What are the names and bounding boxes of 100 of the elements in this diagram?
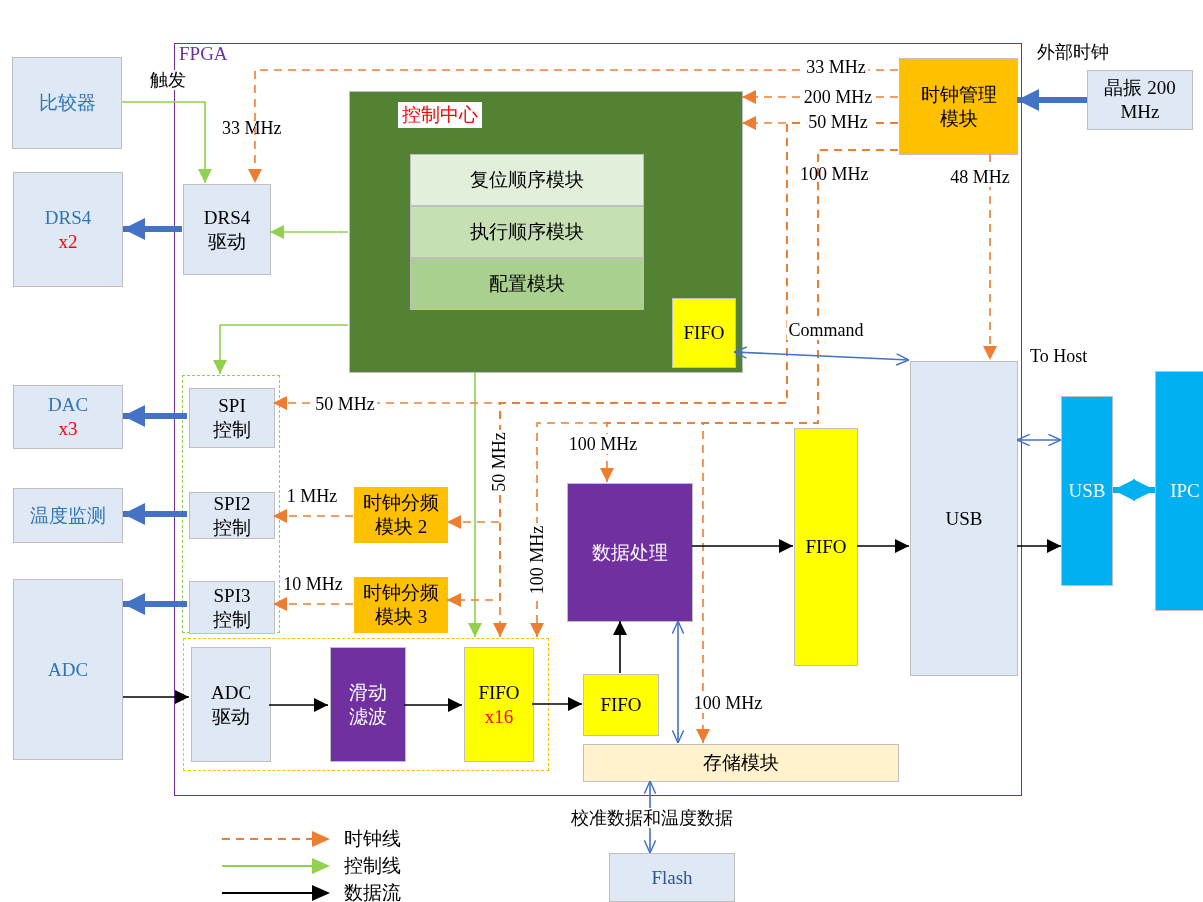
clock-line-arrow xyxy=(248,69,899,184)
node-label: ADC xyxy=(47,657,89,682)
module-box xyxy=(330,647,406,762)
double-arrow xyxy=(643,780,657,854)
module-box xyxy=(410,206,644,258)
block-arrow xyxy=(1113,479,1155,501)
module-box xyxy=(410,154,644,206)
node-label: x16 xyxy=(484,704,514,729)
module-box xyxy=(583,744,899,782)
device-box xyxy=(1061,396,1113,586)
node-label: 温度监测 xyxy=(30,503,106,528)
module-box xyxy=(191,647,271,762)
arrow xyxy=(121,101,212,184)
node-label: SPI2 控制 xyxy=(212,491,252,540)
edge-label: 校准数据和温度数据 xyxy=(569,808,735,828)
device-box xyxy=(13,385,123,449)
block-arrow xyxy=(123,593,187,615)
double-arrow xyxy=(733,346,910,366)
arrow xyxy=(269,225,349,239)
edge-label: 触发 xyxy=(148,70,188,90)
node-label: 数据处理 xyxy=(592,540,668,565)
node-label: 时钟管理模块 xyxy=(919,82,998,131)
double-arrow xyxy=(1016,433,1062,447)
node-label: DRS4 xyxy=(44,205,92,230)
note-label: 33 MHz xyxy=(222,118,282,139)
node-label: x3 xyxy=(58,417,78,441)
node-label: DAC xyxy=(47,393,89,417)
module-box xyxy=(354,577,448,633)
fifo-box xyxy=(672,298,736,368)
note-label: To Host xyxy=(1030,346,1088,367)
arrow xyxy=(468,371,482,638)
module-box xyxy=(189,388,275,448)
fifo-box xyxy=(794,428,858,666)
arrow xyxy=(613,620,627,674)
node-caption: 外部时钟 xyxy=(1037,41,1109,64)
block-arrow xyxy=(123,503,187,525)
clock-line-arrow xyxy=(272,597,354,611)
node-label: 滑动滤波 xyxy=(348,680,388,729)
legend-label: 时钟线 xyxy=(344,827,401,851)
node-label: FIFO xyxy=(805,535,847,559)
legend-label: 数据流 xyxy=(344,881,401,902)
node-label: 比较器 xyxy=(38,91,96,115)
node-label: USB xyxy=(945,506,983,531)
module-box xyxy=(189,581,275,634)
node-label: 执行顺序模块 xyxy=(470,220,584,244)
device-box xyxy=(12,57,122,149)
node-label: 晶振 200 MHz xyxy=(1104,76,1176,124)
device-box xyxy=(1087,70,1193,130)
dashed-group-box xyxy=(182,375,280,633)
module-box xyxy=(354,487,448,543)
node-label: DRS4 驱动 xyxy=(202,205,252,254)
device-box xyxy=(609,853,735,902)
node-label: Flash xyxy=(651,865,693,890)
arrow xyxy=(1016,539,1062,553)
node-label: USB xyxy=(1068,479,1106,503)
device-box xyxy=(13,488,123,543)
node-label: IPC xyxy=(1170,479,1200,503)
clock-line-arrow xyxy=(696,149,899,744)
module-box xyxy=(567,483,693,622)
module-box xyxy=(183,184,271,275)
node-label: 时钟分频模块 3 xyxy=(362,581,440,629)
arrow xyxy=(531,697,583,711)
module-box xyxy=(910,361,1018,676)
clock-line-arrow xyxy=(983,153,997,361)
arrow xyxy=(856,539,910,553)
arrow xyxy=(213,324,349,375)
node-label: FIFO xyxy=(600,693,642,717)
device-box xyxy=(13,579,123,760)
node-label: FIFO xyxy=(478,680,520,705)
node-label: ADC 驱动 xyxy=(209,680,253,729)
clock-line-arrow xyxy=(272,509,354,523)
fifo-box xyxy=(464,647,534,762)
note-label: 100 MHz xyxy=(800,164,869,185)
node-label: SPI 控制 xyxy=(212,394,252,442)
edge-label: 48 MHz xyxy=(948,167,1012,187)
edge-label: Command xyxy=(786,320,866,340)
node-label: FIFO xyxy=(683,321,725,345)
device-box xyxy=(1155,371,1203,611)
module-box xyxy=(899,58,1018,155)
block-arrow xyxy=(123,405,187,427)
node-label: SPI3 控制 xyxy=(212,583,252,632)
node-label: 配置模块 xyxy=(489,272,565,296)
block-arrow xyxy=(1017,89,1087,111)
device-box xyxy=(13,172,123,287)
control-center-panel xyxy=(349,91,743,373)
group-title: FPGA xyxy=(179,43,228,65)
module-box xyxy=(410,258,644,310)
module-box xyxy=(189,492,275,539)
arrow xyxy=(268,698,329,712)
node-label: 复位顺序模块 xyxy=(470,168,584,192)
group-title: 控制中心 xyxy=(398,102,482,128)
clock-line-arrow xyxy=(741,90,899,104)
node-label: 存储模块 xyxy=(703,751,779,775)
block-arrow xyxy=(123,218,182,240)
arrow xyxy=(403,698,463,712)
arrow xyxy=(691,539,794,553)
dashed-group-box xyxy=(183,638,549,771)
arrow xyxy=(122,690,190,704)
legend-label: 控制线 xyxy=(344,854,401,878)
node-label: 时钟分频模块 2 xyxy=(362,491,440,539)
